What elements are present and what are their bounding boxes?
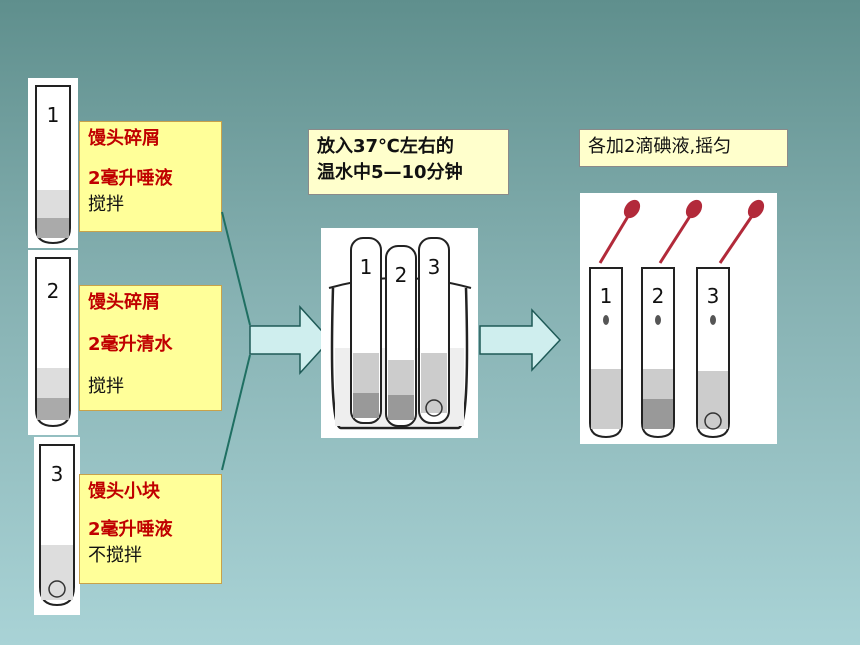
beaker-tube-2-number: 2 [395,263,408,287]
tube-2-line3: 搅拌 [88,376,124,397]
arrow-right-icon [249,305,332,375]
connector-line-1 [221,211,251,326]
beaker-panel: 1 2 3 [321,228,478,438]
tube-2-line2: 2毫升清水 [88,334,173,355]
test-tube-1: 1 [35,85,71,245]
dropper-tube-3-number: 3 [707,284,720,308]
dropper-illustration: 1 2 3 [589,199,765,439]
tube-1-panel: 1 [28,78,78,248]
tube-3-label: 馒头小块 2毫升唾液 不搅拌 [79,474,222,584]
dropper-tube-1-number: 1 [600,284,613,308]
tube-2-label: 馒头碎屑 2毫升清水 搅拌 [79,285,222,411]
step2-caption: 放入37℃左右的 温水中5—10分钟 [308,129,509,195]
test-tube-2: 2 [35,257,71,428]
tube-1-line3: 搅拌 [88,194,124,215]
beaker-illustration: 1 2 3 [328,237,472,430]
dropper-panel: 1 2 3 [580,193,777,444]
tube-3-line1: 馒头小块 [88,481,160,502]
tube-3-panel: 3 [34,437,80,615]
dropper-1 [598,199,641,264]
step2-line2: 温水中5—10分钟 [317,162,463,183]
test-tube-3: 3 [39,444,75,607]
tube-1-line1: 馒头碎屑 [88,128,160,149]
tube-1-number: 1 [47,103,60,127]
beaker-tube-1-number: 1 [360,255,373,279]
tube-3-line3: 不搅拌 [88,545,142,566]
tube-1-line2: 2毫升唾液 [88,168,173,189]
tube-2-number: 2 [47,279,60,303]
beaker-tube-3-number: 3 [428,255,441,279]
dropper-2 [658,199,703,264]
connector-line-2 [221,354,251,471]
tube-3-line2: 2毫升唾液 [88,519,173,540]
step3-caption: 各加2滴碘液,摇匀 [579,129,788,167]
step2-line1: 放入37℃左右的 [317,136,454,157]
arrow-right-icon-2 [479,308,562,372]
dropper-3 [718,199,765,264]
step3-text: 各加2滴碘液,摇匀 [588,136,732,157]
dropper-tube-2-number: 2 [652,284,665,308]
tube-3-number: 3 [51,462,64,486]
tube-2-panel: 2 [28,250,78,435]
tube-2-line1: 馒头碎屑 [88,292,160,313]
tube-1-label: 馒头碎屑 2毫升唾液 搅拌 [79,121,222,232]
